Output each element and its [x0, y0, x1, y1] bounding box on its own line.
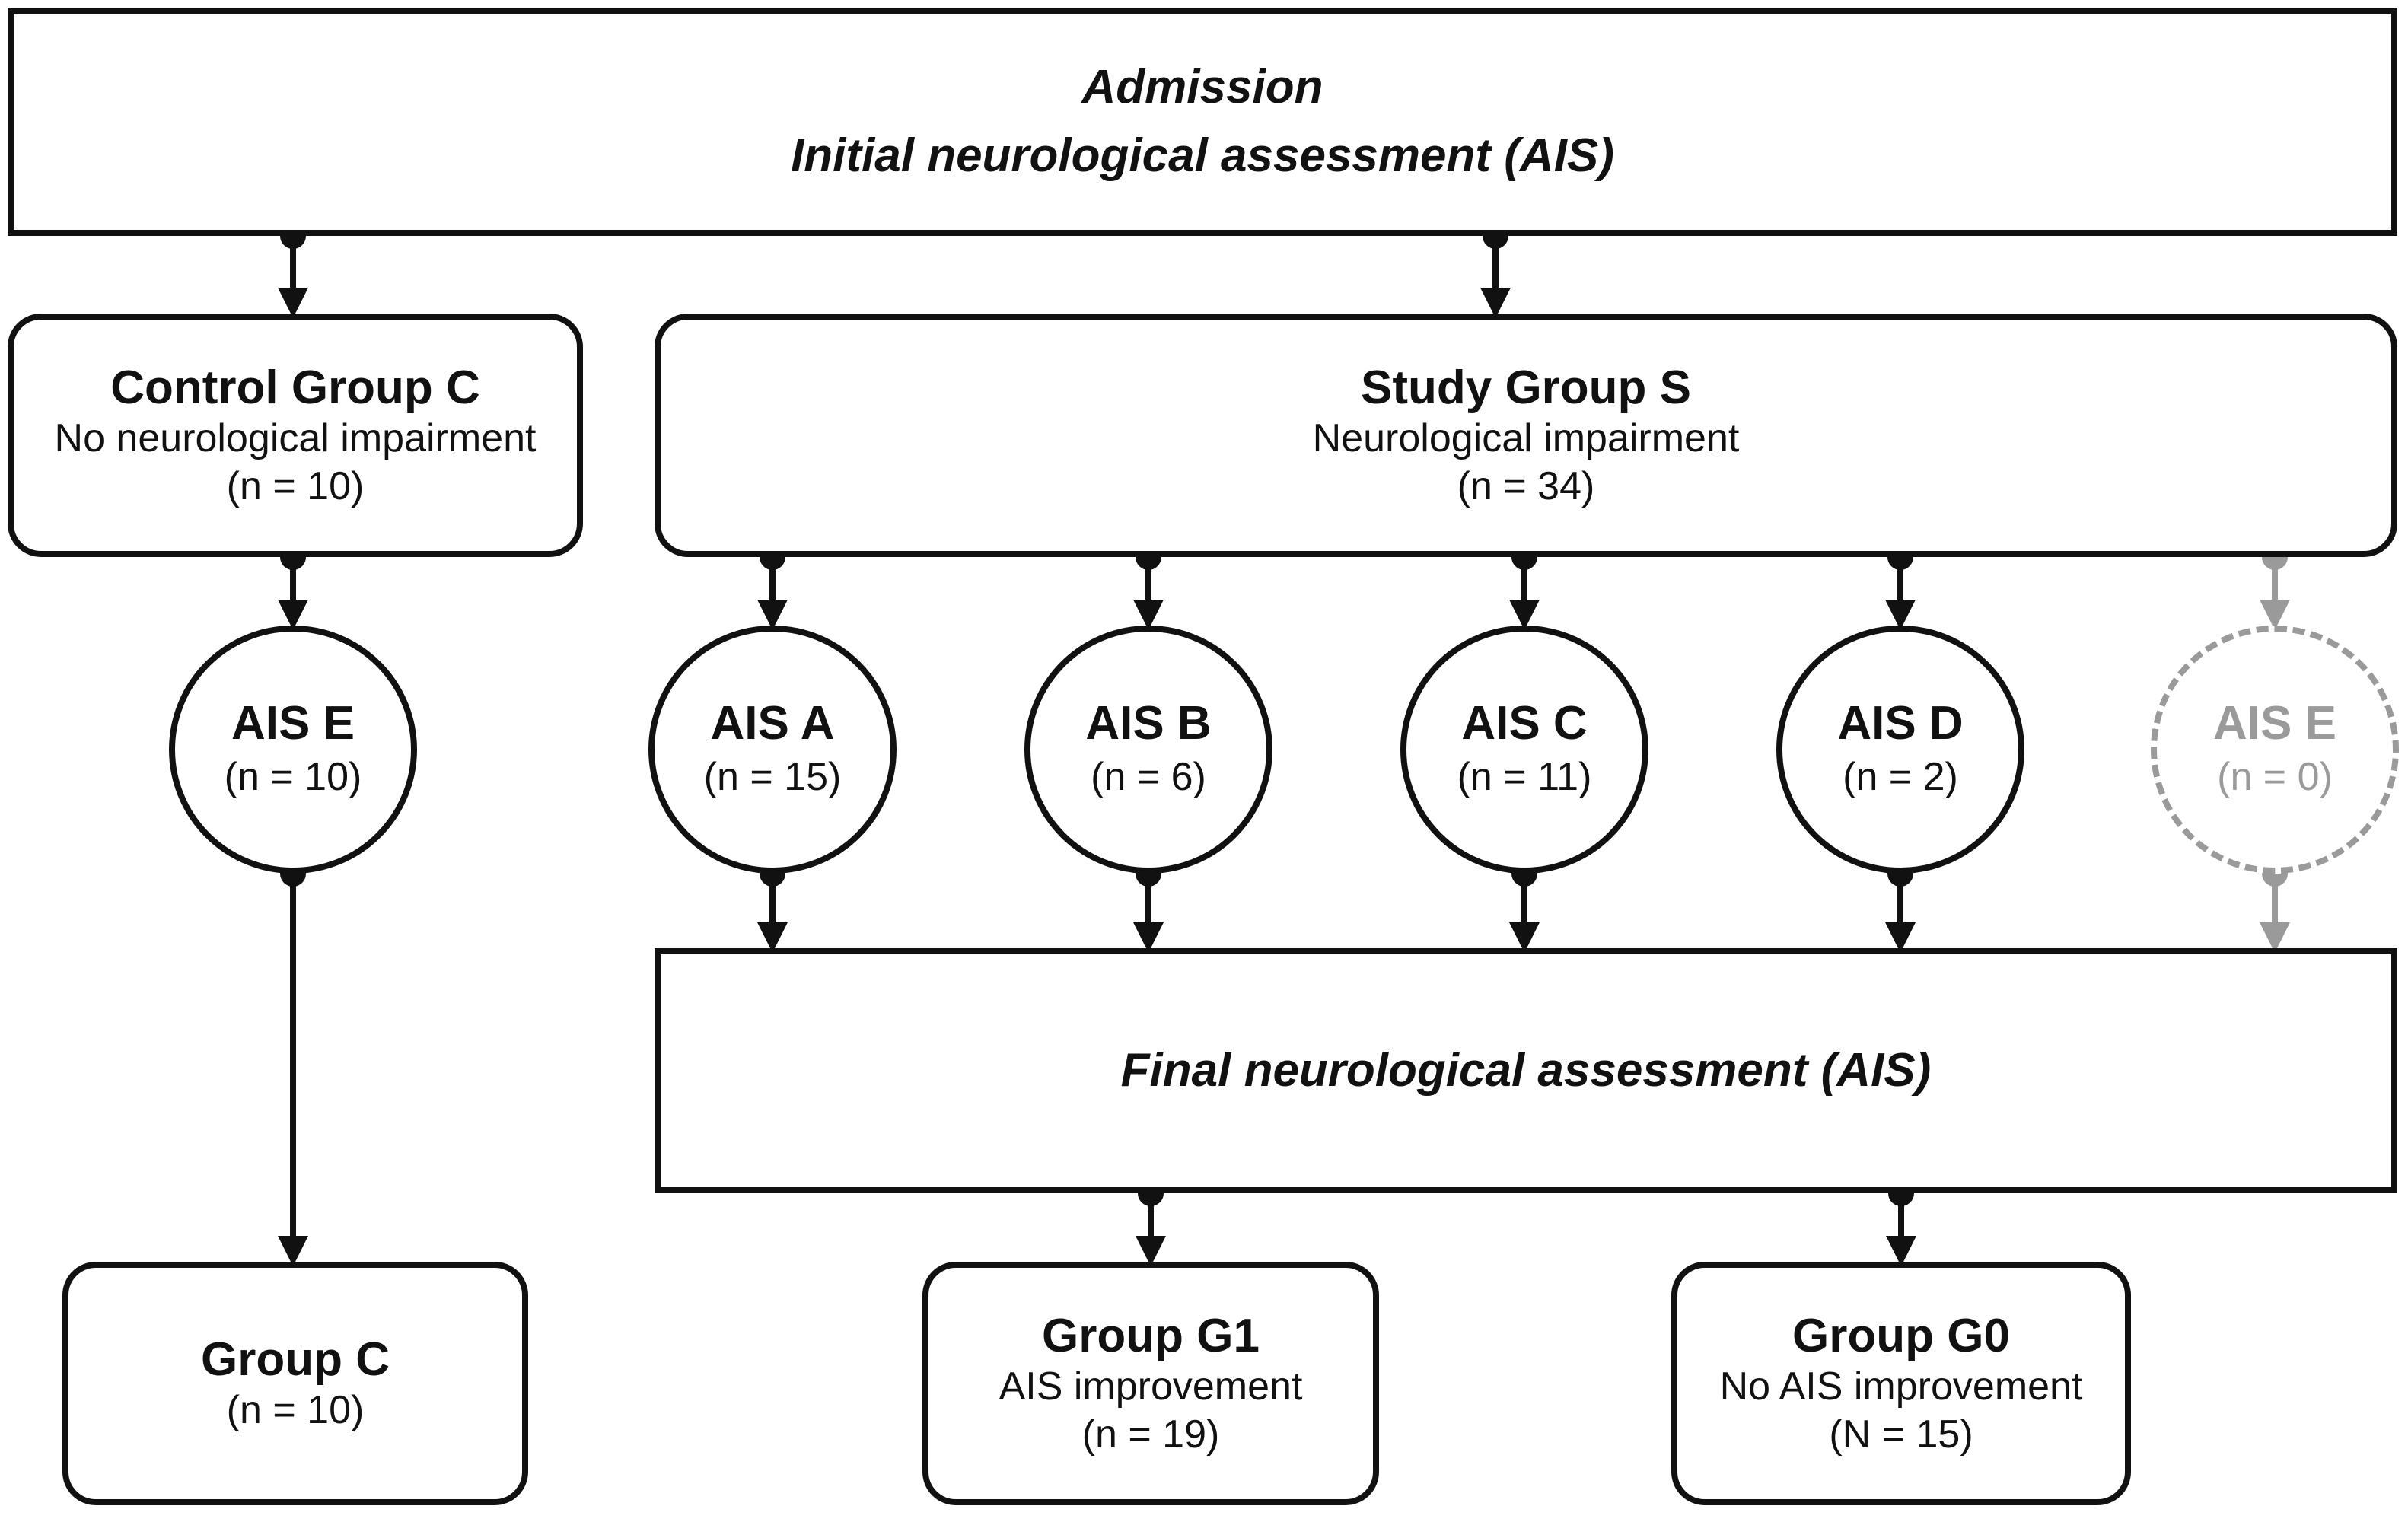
ais-d-count: (n = 2) [1843, 755, 1958, 800]
group-c-title: Group C [201, 1333, 390, 1387]
ais-b-count: (n = 6) [1091, 755, 1206, 800]
group-g1-box: Group G1 AIS improvement (n = 19) [922, 1262, 1379, 1505]
ais-c-node: AIS C (n = 11) [1400, 626, 1648, 874]
study-group-subtitle: Neurological impairment [1312, 416, 1740, 461]
study-group-title: Study Group S [1361, 361, 1691, 414]
ais-c-label: AIS C [1461, 697, 1588, 750]
ais-c-count: (n = 11) [1457, 755, 1592, 800]
group-g1-subtitle: AIS improvement [999, 1364, 1303, 1409]
group-g1-title: Group G1 [1042, 1309, 1260, 1362]
admission-subtitle: Initial neurological assessment (AIS) [791, 129, 1614, 182]
admission-box: Admission Initial neurological assessmen… [8, 8, 2397, 236]
ais-b-node: AIS B (n = 6) [1024, 626, 1272, 874]
ais-d-label: AIS D [1837, 697, 1964, 750]
group-c-box: Group C (n = 10) [62, 1262, 528, 1505]
ais-d-node: AIS D (n = 2) [1776, 626, 2024, 874]
ais-a-node: AIS A (n = 15) [648, 626, 897, 874]
group-g0-box: Group G0 No AIS improvement (N = 15) [1671, 1262, 2131, 1505]
ais-a-count: (n = 15) [703, 755, 842, 800]
group-g0-count: (N = 15) [1829, 1412, 1973, 1457]
group-g0-title: Group G0 [1792, 1309, 2010, 1362]
ais-e-study-count: (n = 0) [2217, 755, 2333, 800]
control-group-box: Control Group C No neurological impairme… [8, 314, 583, 557]
final-assessment-box: Final neurological assessment (AIS) [655, 948, 2397, 1193]
control-group-subtitle: No neurological impairment [54, 416, 537, 461]
group-g1-count: (n = 19) [1081, 1412, 1220, 1457]
study-group-box: Study Group S Neurological impairment (n… [655, 314, 2397, 557]
final-assessment-label: Final neurological assessment (AIS) [1120, 1044, 1932, 1097]
control-group-count: (n = 10) [226, 463, 365, 508]
study-group-count: (n = 34) [1457, 463, 1595, 508]
ais-e-control-count: (n = 10) [224, 755, 362, 800]
ais-e-study-label: AIS E [2213, 697, 2336, 750]
ais-e-control-node: AIS E (n = 10) [169, 626, 417, 874]
group-c-count: (n = 10) [226, 1388, 365, 1433]
ais-a-label: AIS A [710, 697, 835, 750]
control-group-title: Control Group C [110, 361, 480, 414]
ais-b-label: AIS B [1085, 697, 1212, 750]
admission-title: Admission [1081, 61, 1323, 114]
ais-e-control-label: AIS E [231, 697, 355, 750]
ais-e-study-node: AIS E (n = 0) [2151, 626, 2399, 874]
group-g0-subtitle: No AIS improvement [1719, 1364, 2083, 1409]
